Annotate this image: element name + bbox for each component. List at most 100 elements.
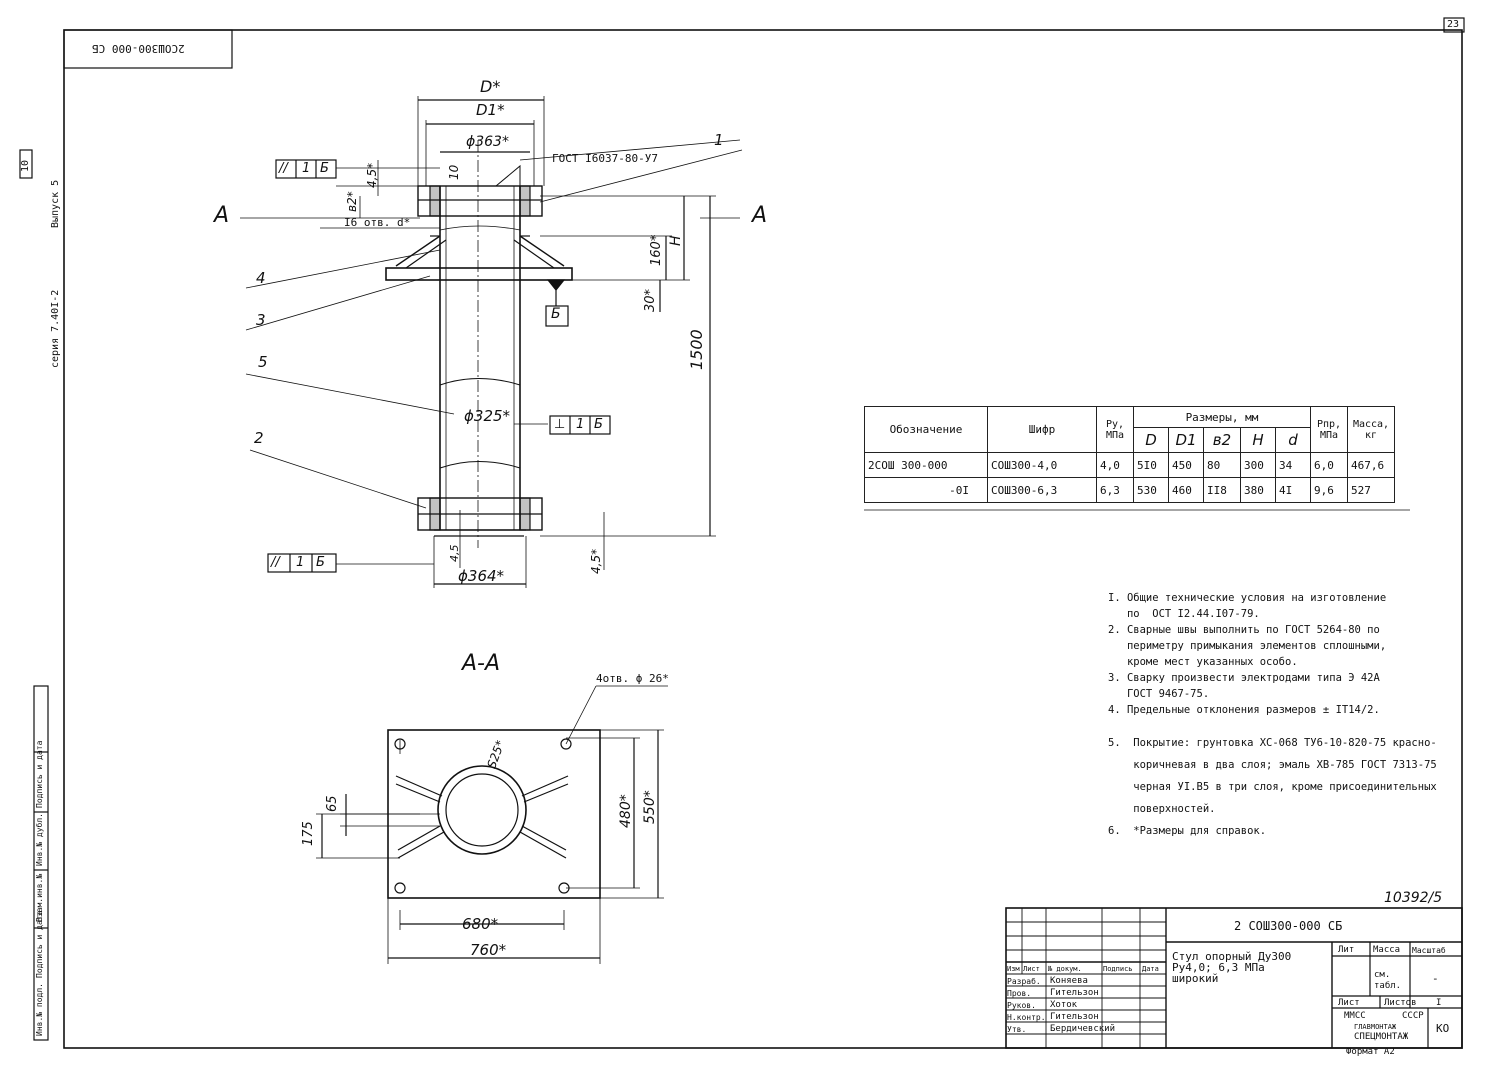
stamp-head-izm: Изм bbox=[1007, 965, 1020, 973]
mirrored-code-box bbox=[63, 29, 233, 69]
dim-550: 550* bbox=[642, 790, 658, 824]
technical-notes: I. Общие технические условия на изготовл… bbox=[1108, 590, 1458, 842]
cell-py: 6,3 bbox=[1096, 477, 1134, 503]
dim-45c: 4,5* bbox=[589, 548, 603, 574]
stamp-head-date: Дата bbox=[1142, 965, 1159, 973]
stamp-role: Пров. bbox=[1007, 989, 1032, 998]
dim-holes: I6 отв. d* bbox=[344, 216, 411, 229]
dim-10: 10 bbox=[447, 164, 461, 180]
side-strip-4: Инв.№ дубл. bbox=[35, 813, 44, 866]
cell-py: 4,0 bbox=[1096, 452, 1134, 478]
dim-H: H bbox=[668, 235, 684, 246]
cell-D: 5I0 bbox=[1133, 452, 1169, 478]
cell-ppr: 6,0 bbox=[1310, 452, 1348, 478]
dim-45a: 4,5* bbox=[365, 162, 379, 188]
dim-gost: ГОСТ I6037-80-У7 bbox=[552, 152, 658, 165]
dim-b2: в2* bbox=[345, 191, 359, 212]
cell-D1: 460 bbox=[1168, 477, 1204, 503]
frame-top-1: // bbox=[279, 161, 288, 176]
stamp-org-3: ГЛАВМОНТАЖ bbox=[1354, 1023, 1397, 1031]
stamp-mass: Масса bbox=[1373, 945, 1401, 955]
stamp-head-list: Лист bbox=[1023, 965, 1040, 973]
frame-bot-3: Б bbox=[316, 555, 325, 570]
cell-code: СОШ300-6,3 bbox=[987, 477, 1097, 503]
gusset-right bbox=[519, 235, 565, 267]
leader-4: 4 bbox=[256, 269, 266, 287]
stamp-scale: Масштаб bbox=[1412, 946, 1446, 955]
table-row: -0I СОШ300-6,3 6,3 530 460 II8 380 4I 9,… bbox=[864, 477, 1395, 503]
stamp-role: Н.контр. bbox=[1007, 1013, 1046, 1022]
stamp-role: Утв. bbox=[1007, 1025, 1027, 1034]
dim-30: 30* bbox=[643, 288, 658, 312]
note-line: 2. Сварные швы выполнить по ГОСТ 5264-80… bbox=[1108, 624, 1380, 636]
stamp-title-1: Стул опорный Ду300 bbox=[1172, 950, 1292, 963]
pipe-break-bottom bbox=[439, 461, 521, 469]
issue-short: 10 bbox=[20, 159, 31, 172]
note-line: коричневая в два слоя; эмаль ХВ-785 ГОСТ… bbox=[1108, 759, 1437, 771]
stamp-name: Бердичевский bbox=[1050, 1024, 1116, 1034]
dim-680: 680* bbox=[462, 915, 499, 933]
th-mass: Масса, кг bbox=[1347, 406, 1395, 453]
dim-175: 175 bbox=[301, 821, 316, 846]
th-ppr: Рпр, МПа bbox=[1310, 406, 1348, 453]
leader-1: 1 bbox=[714, 131, 724, 149]
th-designation: Обозначение bbox=[864, 406, 988, 453]
th-py: Ру, МПа bbox=[1096, 406, 1134, 453]
stamp-sheets-val: I bbox=[1436, 998, 1442, 1008]
side-strip-5: Подпись и дата bbox=[35, 740, 44, 808]
title-block bbox=[1005, 907, 1463, 1049]
note-line: черная УI.В5 в три слоя, кроме присоедин… bbox=[1108, 781, 1437, 793]
th-sub-b2: в2 bbox=[1203, 427, 1241, 453]
issue-label: Выпуск 5 bbox=[50, 179, 61, 228]
stamp-lit: Лит bbox=[1338, 945, 1355, 955]
dim-D1: D1* bbox=[476, 101, 505, 119]
base-plate bbox=[385, 267, 573, 281]
pipe-section bbox=[437, 765, 527, 855]
th-sizes: Размеры, мм bbox=[1133, 406, 1311, 428]
dim-1500: 1500 bbox=[687, 329, 706, 370]
stamp-name: Коняева bbox=[1050, 976, 1088, 986]
dim-160: 160* bbox=[649, 234, 664, 266]
stamp-org-2: СССР bbox=[1402, 1011, 1424, 1021]
series-label: серия 7.40I-2 bbox=[50, 289, 61, 368]
th-sub-D1: D1 bbox=[1168, 427, 1204, 453]
th-code: Шифр bbox=[987, 406, 1097, 453]
th-sub-d: d bbox=[1275, 427, 1311, 453]
dim-D: D* bbox=[480, 77, 501, 96]
frame-top-2: 1 bbox=[302, 161, 311, 176]
cell-D1: 450 bbox=[1168, 452, 1204, 478]
leader-2: 2 bbox=[254, 429, 264, 447]
stamp-org-code: КО bbox=[1436, 1022, 1450, 1035]
stamp-sheet: Лист bbox=[1338, 998, 1360, 1008]
gusset-left bbox=[395, 235, 441, 267]
side-strip bbox=[33, 685, 49, 1041]
note-line: 6. *Размеры для справок. bbox=[1108, 825, 1267, 837]
dim-45b: 4,5 bbox=[448, 544, 461, 563]
leader-5: 5 bbox=[258, 353, 268, 371]
cell-b2: II8 bbox=[1203, 477, 1241, 503]
stamp-code: 2 СОШ300-000 СБ bbox=[1234, 919, 1343, 933]
mirrored-code: 2СОШ300-000 СБ bbox=[92, 42, 185, 55]
stamp-scale-val: - bbox=[1432, 972, 1439, 985]
stamp-head-sign: Подпись bbox=[1103, 965, 1133, 973]
sheet-number-box bbox=[1443, 17, 1465, 33]
th-sub-D: D bbox=[1133, 427, 1169, 453]
cell-d: 34 bbox=[1275, 452, 1311, 478]
cell-designation: 2СОШ 300-000 bbox=[864, 452, 988, 478]
frame-mid-1: ⊥ bbox=[554, 417, 566, 432]
stamp-role: Разраб. bbox=[1007, 977, 1041, 986]
cell-D: 530 bbox=[1133, 477, 1169, 503]
cell-ppr: 9,6 bbox=[1310, 477, 1348, 503]
note-line: ГОСТ 9467-75. bbox=[1108, 688, 1210, 700]
table-row: 2СОШ 300-000 СОШ300-4,0 4,0 5I0 450 80 3… bbox=[864, 452, 1395, 478]
frame-top-3: Б bbox=[320, 161, 329, 176]
note-line: периметру примыкания элементов сплошными… bbox=[1108, 640, 1387, 652]
th-sub-H: H bbox=[1240, 427, 1276, 453]
datum-box bbox=[545, 305, 569, 327]
stamp-sheets: Листов bbox=[1384, 998, 1417, 1008]
cell-b2: 80 bbox=[1203, 452, 1241, 478]
dim-65: 65 bbox=[325, 795, 340, 812]
dim-480: 480* bbox=[618, 794, 634, 828]
dim-363: ϕ363* bbox=[466, 134, 509, 150]
